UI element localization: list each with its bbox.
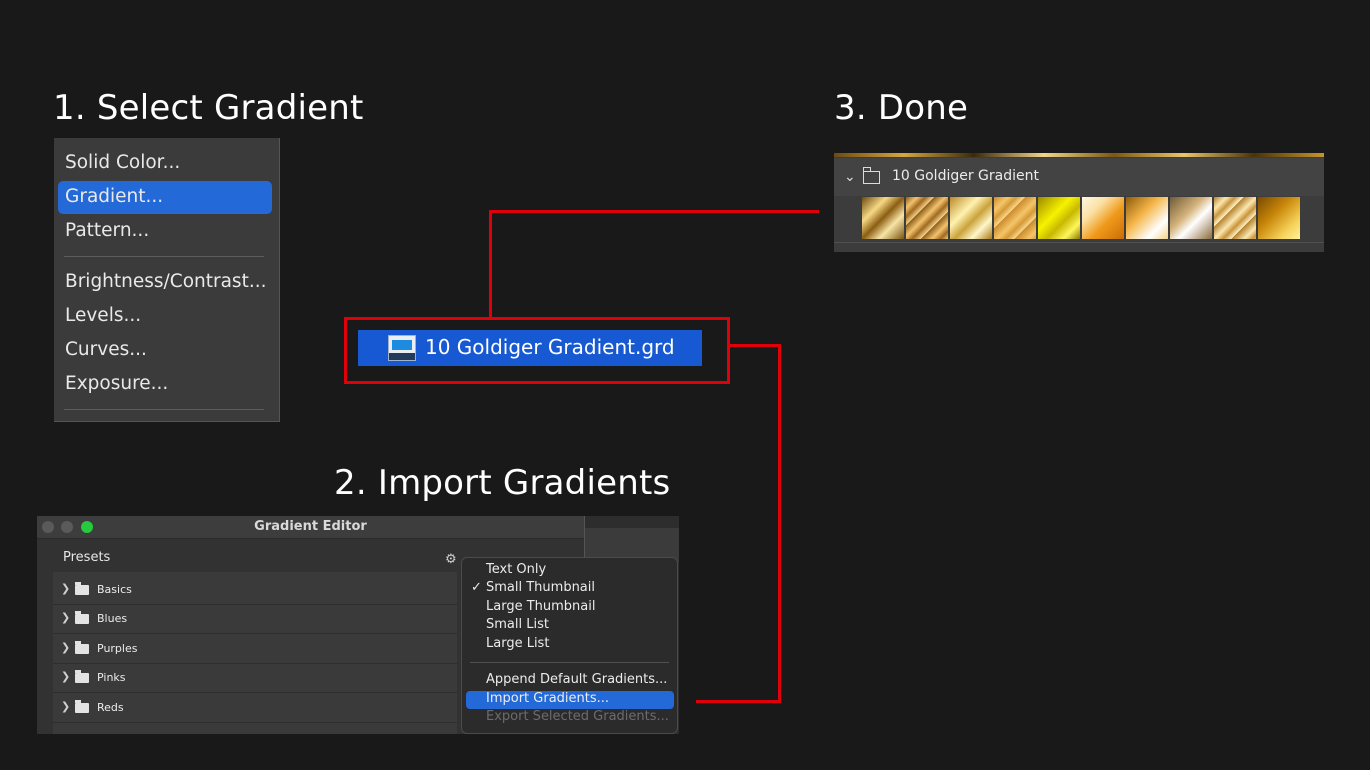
menu-item-text-only[interactable]: Text Only [486, 562, 547, 577]
presets-context-menu: Text Only ✓ Small Thumbnail Large Thumbn… [461, 557, 678, 734]
menu-item-brightness-contrast[interactable]: Brightness/Contrast... [65, 271, 267, 292]
gradient-swatch[interactable] [906, 197, 948, 239]
preset-folder-purples[interactable]: ❯ Purples [53, 635, 457, 664]
menu-item-curves[interactable]: Curves... [65, 339, 147, 360]
gradient-strip [834, 153, 1324, 157]
presets-label: Presets [63, 550, 111, 565]
menu-highlight [466, 691, 674, 709]
folder-icon [75, 582, 89, 595]
chevron-right-icon[interactable]: ❯ [61, 670, 71, 683]
title-bar: Gradient Editor [37, 516, 584, 539]
menu-item-solid-color[interactable]: Solid Color... [65, 152, 181, 173]
connector-line [489, 210, 819, 213]
gear-icon[interactable]: ⚙ [445, 552, 457, 567]
chevron-right-icon[interactable]: ❯ [61, 611, 71, 624]
folder-icon [75, 700, 89, 713]
menu-item-small-thumbnail[interactable]: Small Thumbnail [486, 580, 596, 595]
grd-file-icon [388, 335, 416, 361]
folder-label: Blues [97, 612, 128, 625]
gradient-swatch[interactable] [862, 197, 904, 239]
folder-icon [75, 611, 89, 624]
chevron-right-icon[interactable]: ❯ [61, 700, 71, 713]
window-title: Gradient Editor [254, 519, 367, 534]
menu-item-import-gradients[interactable]: Import Gradients... [486, 691, 610, 706]
menu-item-append-default[interactable]: Append Default Gradients... [486, 672, 668, 687]
folder-label: Basics [97, 583, 132, 596]
chevron-right-icon[interactable]: ❯ [61, 641, 71, 654]
gradient-swatch[interactable] [1258, 197, 1300, 239]
connector-line [696, 700, 781, 703]
step-3-title: 3. Done [834, 88, 969, 128]
menu-item-exposure[interactable]: Exposure... [65, 373, 169, 394]
menu-item-large-thumbnail[interactable]: Large Thumbnail [486, 599, 596, 614]
folder-label: Reds [97, 701, 124, 714]
presets-list: ❯ Basics ❯ Blues ❯ Purples ❯ Pinks ❯ Red… [53, 572, 457, 734]
connector-line [729, 344, 781, 347]
folder-icon [862, 167, 880, 184]
folder-label: Purples [97, 642, 138, 655]
zoom-window-button[interactable] [81, 521, 93, 533]
menu-separator [64, 256, 264, 257]
file-highlight-box [344, 317, 730, 384]
preset-folder-blues[interactable]: ❯ Blues [53, 605, 457, 634]
chevron-down-icon[interactable]: ⌄ [844, 169, 856, 185]
grd-file-item[interactable]: 10 Goldiger Gradient.grd [358, 330, 702, 366]
gradient-swatch[interactable] [994, 197, 1036, 239]
step-1-title: 1. Select Gradient [53, 88, 364, 128]
menu-item-pattern[interactable]: Pattern... [65, 220, 150, 241]
folder-label: Pinks [97, 671, 126, 684]
menu-item-gradient[interactable]: Gradient... [65, 186, 164, 207]
gradient-swatch[interactable] [1214, 197, 1256, 239]
file-name: 10 Goldiger Gradient.grd [425, 335, 675, 359]
menu-highlight [58, 181, 272, 214]
adjustment-menu: Solid Color... Gradient... Pattern... Br… [54, 138, 280, 422]
gradient-swatch[interactable] [950, 197, 992, 239]
gradient-swatch[interactable] [1126, 197, 1168, 239]
preset-folder-basics[interactable]: ❯ Basics [53, 576, 457, 605]
preset-folder-reds[interactable]: ❯ Reds [53, 694, 457, 723]
menu-item-large-list[interactable]: Large List [486, 636, 550, 651]
folder-icon [75, 641, 89, 654]
folder-icon [75, 670, 89, 683]
gradients-panel: ⌄ 10 Goldiger Gradient [834, 153, 1324, 252]
checkmark-icon: ✓ [471, 580, 482, 595]
connector-line [489, 210, 492, 318]
minimize-window-button[interactable] [61, 521, 73, 533]
menu-item-export-selected: Export Selected Gradients... [486, 709, 669, 724]
side-button[interactable] [585, 528, 679, 562]
gradient-swatch[interactable] [1170, 197, 1212, 239]
gradient-group-name: 10 Goldiger Gradient [892, 168, 1039, 184]
divider [834, 242, 1324, 243]
gradient-group-header[interactable]: ⌄ 10 Goldiger Gradient [834, 158, 1324, 196]
connector-line [778, 344, 781, 703]
preset-folder-pinks[interactable]: ❯ Pinks [53, 664, 457, 693]
menu-separator [470, 662, 669, 663]
gradient-swatches [862, 197, 1300, 239]
gradient-swatch[interactable] [1038, 197, 1080, 239]
gradient-swatch[interactable] [1082, 197, 1124, 239]
menu-item-levels[interactable]: Levels... [65, 305, 142, 326]
close-window-button[interactable] [42, 521, 54, 533]
menu-item-small-list[interactable]: Small List [486, 617, 549, 632]
chevron-right-icon[interactable]: ❯ [61, 582, 71, 595]
menu-separator [64, 409, 264, 410]
step-2-title: 2. Import Gradients [334, 463, 671, 503]
